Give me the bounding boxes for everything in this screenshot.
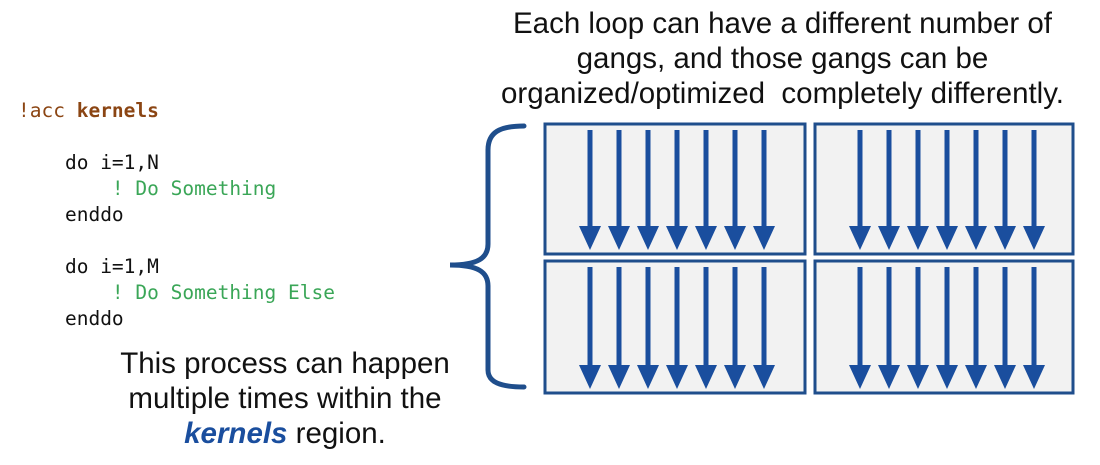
gang-arrow bbox=[637, 130, 659, 250]
gang-box-2 bbox=[813, 122, 1075, 256]
gang-arrow bbox=[666, 267, 688, 389]
loop2-comment: ! Do Something Else bbox=[111, 281, 335, 304]
pragma-prefix: !acc bbox=[18, 99, 77, 122]
gang-box-1 bbox=[543, 122, 807, 256]
gang-box-3 bbox=[543, 259, 807, 395]
gang-arrow bbox=[724, 267, 746, 389]
gang-arrow bbox=[907, 130, 929, 250]
loop2-start: do i=1,M bbox=[64, 255, 159, 278]
gang-arrow bbox=[579, 267, 601, 389]
gang-arrow bbox=[965, 130, 987, 250]
gang-arrow bbox=[878, 267, 900, 389]
gang-arrow bbox=[1023, 130, 1045, 250]
gang-arrow bbox=[695, 267, 717, 389]
bottom-caption: This process can happen multiple times w… bbox=[120, 347, 450, 450]
curly-brace bbox=[449, 123, 527, 390]
gang-arrow bbox=[849, 267, 871, 389]
loop2-end: enddo bbox=[64, 307, 124, 330]
gang-arrow bbox=[1023, 267, 1045, 389]
gang-arrow bbox=[994, 267, 1016, 389]
pragma-line: !acc kernels bbox=[18, 98, 335, 124]
top-caption: Each loop can have a different number of… bbox=[501, 7, 1064, 110]
gang-arrow bbox=[608, 130, 630, 250]
gang-boxes bbox=[543, 122, 1075, 395]
gang-arrow bbox=[849, 130, 871, 250]
gang-arrow bbox=[608, 267, 630, 389]
gang-arrow bbox=[724, 130, 746, 250]
loop1-comment: ! Do Something bbox=[111, 177, 277, 200]
gang-box-4 bbox=[813, 259, 1075, 395]
pragma-keyword: kernels bbox=[76, 99, 159, 122]
gang-arrow bbox=[637, 267, 659, 389]
gang-arrow bbox=[936, 267, 958, 389]
gang-arrow bbox=[907, 267, 929, 389]
gang-arrow bbox=[965, 267, 987, 389]
kernels-emphasis: kernels bbox=[184, 417, 288, 450]
loop1-end: enddo bbox=[64, 203, 124, 226]
loop1-start: do i=1,N bbox=[64, 151, 159, 174]
gang-arrow bbox=[994, 130, 1016, 250]
gang-arrow bbox=[666, 130, 688, 250]
gang-arrow bbox=[936, 130, 958, 250]
gang-arrow bbox=[579, 130, 601, 250]
gang-arrow bbox=[753, 267, 775, 389]
gang-arrow bbox=[753, 130, 775, 250]
gang-arrow bbox=[695, 130, 717, 250]
code-block: !acc kernels do i=1,N ! Do Something end… bbox=[18, 98, 335, 332]
gang-arrow bbox=[878, 130, 900, 250]
